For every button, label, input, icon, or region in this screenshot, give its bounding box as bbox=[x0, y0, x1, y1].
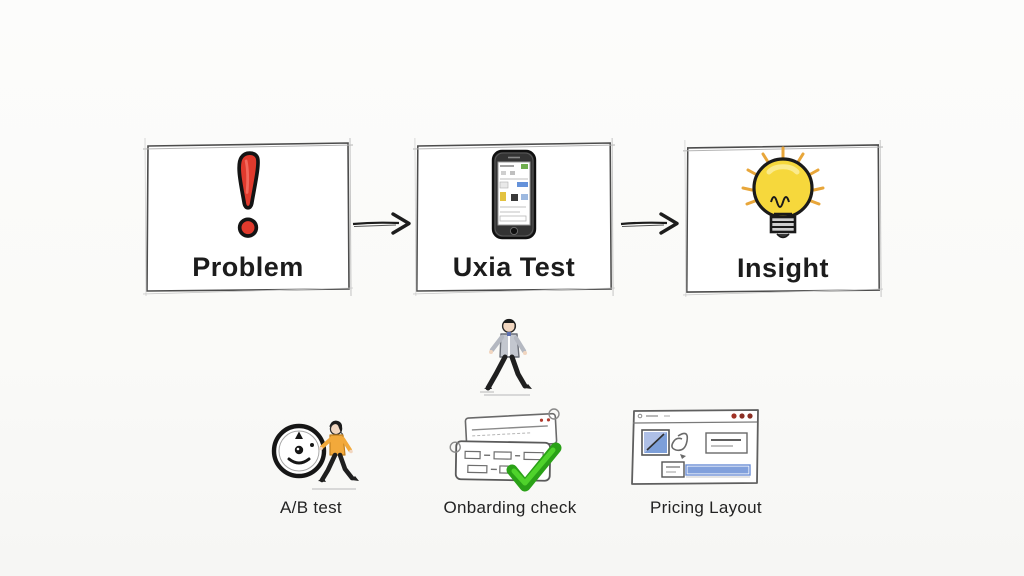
browser-window-icon bbox=[631, 409, 759, 485]
caption-ab-test: A/B test bbox=[280, 498, 342, 517]
caption-onbarding-check: Onbarding check bbox=[443, 498, 577, 517]
walking-person-icon bbox=[480, 318, 532, 396]
step-label-insight: Insight bbox=[737, 253, 829, 283]
arrow-right-icon bbox=[352, 212, 411, 235]
step-label-uxia-test: Uxia Test bbox=[452, 252, 576, 282]
checklist-check-icon bbox=[449, 408, 562, 492]
step-label-problem: Problem bbox=[192, 252, 304, 282]
step-box-uxia-test: Uxia Test bbox=[413, 138, 615, 296]
ab-dial-walker-icon bbox=[271, 420, 359, 490]
exclamation-icon bbox=[237, 151, 260, 238]
step-box-insight: Insight bbox=[683, 140, 883, 297]
arrow-right-icon bbox=[620, 212, 679, 235]
smartphone-icon bbox=[491, 149, 537, 240]
sketch-frame bbox=[143, 138, 353, 296]
lightbulb-icon bbox=[741, 146, 825, 239]
step-box-problem: Problem bbox=[143, 138, 353, 296]
caption-pricing-layout: Pricing Layout bbox=[650, 498, 762, 517]
